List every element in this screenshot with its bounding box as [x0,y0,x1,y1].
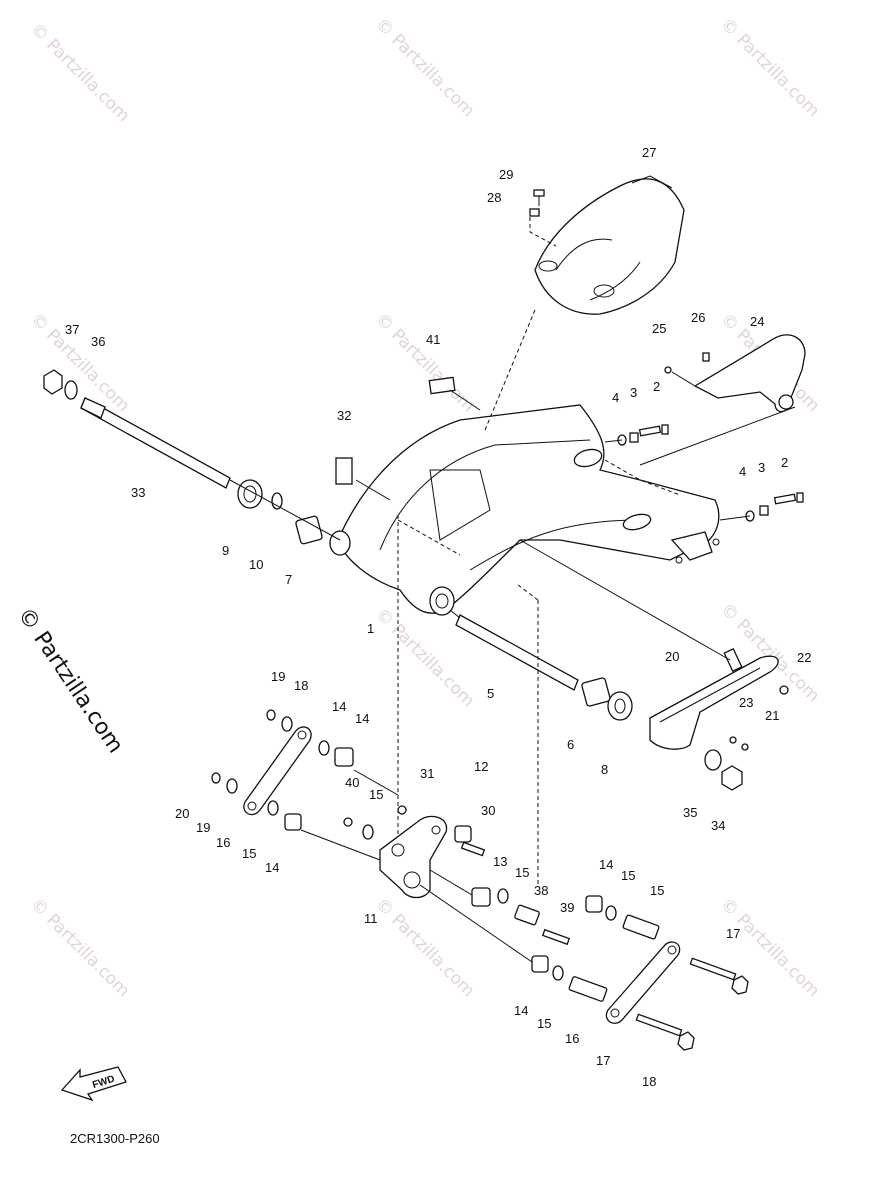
callout-16: 15 [650,883,664,898]
callout-27: 26 [691,310,705,325]
callout-29: 28 [487,190,501,205]
watermark: © Partzilla.com [371,309,478,416]
callout-41: 40 [345,775,359,790]
callout-15: 15 [369,787,383,802]
callout-15: 15 [515,865,529,880]
callout-7: 7 [285,572,292,587]
fwd-arrow-icon: FWD [60,1066,127,1102]
callout-12: 12 [474,759,488,774]
callout-5: 5 [487,686,494,701]
leader-lines [300,309,796,963]
callout-10: 10 [249,557,263,572]
pivot-shaft [43,369,231,489]
callout-14: 14 [599,857,613,872]
chain-guard [664,334,806,413]
callout-4: 4 [739,464,746,479]
callout-8: 8 [601,762,608,777]
pivot-seal-bearing [229,479,341,545]
callout-15: 15 [537,1016,551,1031]
callout-32: 31 [420,766,434,781]
collar-shaft [449,609,633,721]
relay-arm-right [531,895,749,1051]
callout-17: 17 [596,1053,610,1068]
callout-36: 35 [683,805,697,820]
callout-20: 19 [271,669,285,684]
relay-arm-left [211,709,354,831]
callout-15: 15 [242,846,256,861]
callout-23: 22 [797,650,811,665]
watermark: © Partzilla.com [26,894,133,1001]
callout-17: 16 [216,835,230,850]
callout-22: 21 [765,708,779,723]
swingarm-bolts [604,424,804,522]
callout-4: 4 [612,390,619,405]
callout-11: 11 [364,911,378,926]
callout-28: 27 [642,145,656,160]
callout-15: 14 [332,699,346,714]
callout-20: 20 [175,806,189,821]
watermark: © Partzilla.com [716,14,823,121]
callout-13: 13 [493,854,507,869]
callout-42: 41 [426,332,440,347]
watermark: © Partzilla.com [371,894,478,1001]
callout-14: 14 [265,860,279,875]
callout-33: 32 [337,408,351,423]
chain-guard-cover [534,175,685,315]
watermark: © Partzilla.com [371,14,478,121]
label-sticker [428,376,456,395]
callout-37: 36 [91,334,105,349]
cover-bolt [529,189,557,247]
callout-9: 9 [222,543,229,558]
callout-labels: 1 2 2 3 3 4 4 5 6 7 8 9 10 11 12 13 14 1… [65,145,811,1089]
callout-39: 38 [534,883,548,898]
callout-6: 6 [567,737,574,752]
callout-35: 34 [711,818,725,833]
callout-2: 2 [653,379,660,394]
callout-25: 24 [750,314,764,329]
callout-18: 17 [726,926,740,941]
callout-18: 18 [642,1074,656,1089]
callout-16: 16 [565,1031,579,1046]
callout-14: 14 [514,1003,528,1018]
callout-19: 19 [196,820,210,835]
caution-label [335,457,353,485]
watermark: © Partzilla.com [26,309,133,416]
callout-30: 29 [499,167,513,182]
callout-1: 1 [367,621,374,636]
relay-arm [343,805,571,946]
callout-3: 3 [630,385,637,400]
watermark: © Partzilla.com [26,19,133,126]
callout-3: 3 [758,460,765,475]
callout-34: 33 [131,485,145,500]
callout-40: 39 [560,900,574,915]
callout-14: 14 [355,711,369,726]
callout-26: 25 [652,321,666,336]
callout-19: 18 [294,678,308,693]
callout-24: 23 [739,695,753,710]
chain-slider [649,647,789,791]
callout-2: 2 [781,455,788,470]
diagram-code: 2CR1300-P260 [70,1131,160,1146]
swingarm [329,404,720,616]
callout-15: 15 [621,868,635,883]
callout-21: 20 [665,649,679,664]
callout-38: 37 [65,322,79,337]
callout-31: 30 [481,803,495,818]
